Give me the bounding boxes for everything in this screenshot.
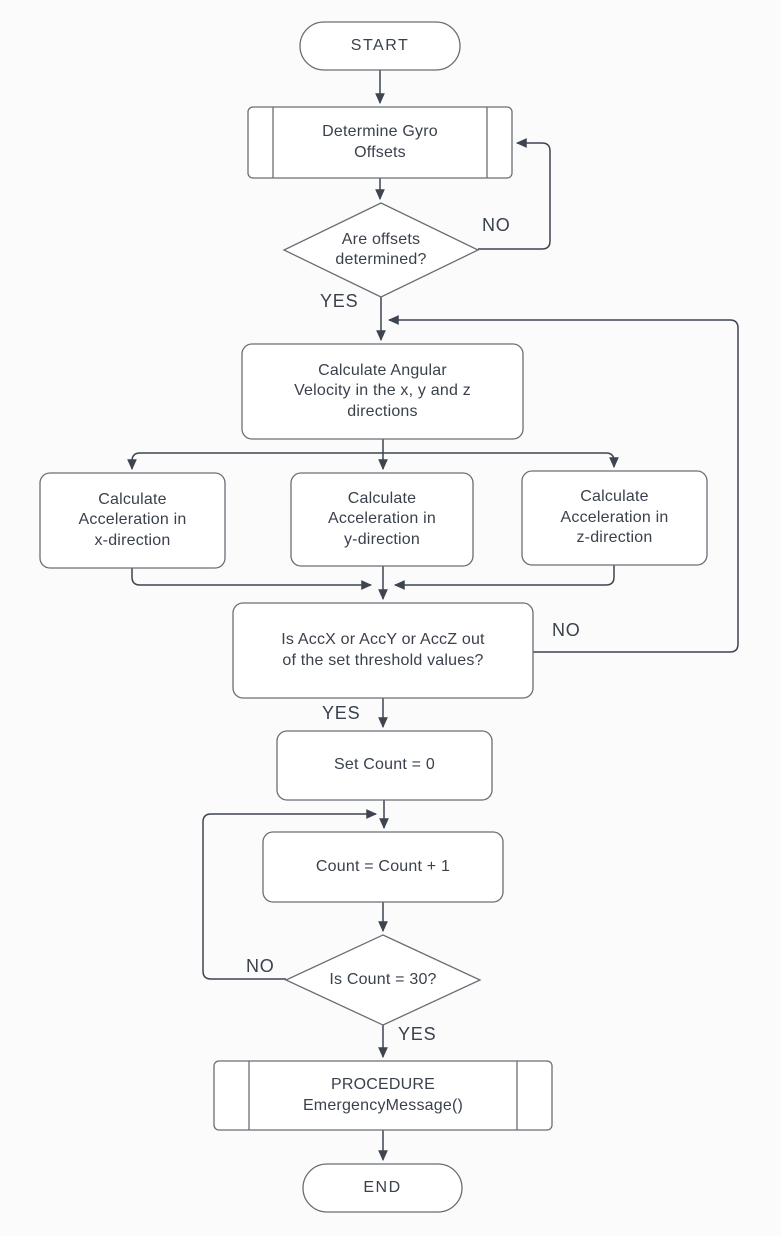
calc-angular-velocity-label: Calculate Angular Velocity in the x, y a…	[294, 361, 471, 420]
connector-accel-z-merge	[393, 565, 615, 590]
set-count-label: Set Count = 0	[334, 756, 435, 774]
connector-threshold-no-loop	[387, 315, 739, 653]
calc-accel-x-label: Calculate Acceleration in x-direction	[78, 490, 187, 549]
offsets-no-label: NO	[482, 215, 511, 235]
calc-accel-x-shape	[39, 472, 226, 569]
connector-count-no-loop	[202, 809, 378, 980]
set-count-shape	[276, 730, 493, 801]
calc-accel-y-shape	[290, 472, 474, 567]
calc-accel-z-label: Calculate Acceleration in z-direction	[560, 488, 669, 547]
increment-count-shape	[262, 831, 504, 903]
calc-accel-z-shape	[521, 470, 708, 566]
connector-split-to-accel-x	[127, 452, 383, 471]
increment-count-label: Count = Count + 1	[315, 857, 451, 875]
determine-gyro-offsets-label: Determine Gyro Offsets	[322, 123, 438, 161]
offsets-decision-label: Are offsets determined?	[335, 230, 427, 268]
count-decision-label: Is Count = 30?	[329, 970, 437, 988]
threshold-check-shape	[232, 602, 534, 699]
emergency-procedure-shape	[213, 1060, 553, 1131]
start-label: START	[350, 36, 410, 54]
threshold-no-label: NO	[552, 620, 581, 640]
connector-offsets-no-loop	[478, 138, 551, 250]
end-label: END	[363, 1178, 402, 1196]
emergency-procedure-label: PROCEDURE EmergencyMessage()	[302, 1076, 464, 1114]
start-terminator-shape	[299, 21, 461, 71]
calc-accel-y-label: Calculate Acceleration in y-direction	[328, 489, 436, 548]
offsets-decision-diamond	[282, 202, 480, 298]
connector-accel-x-merge	[131, 568, 373, 590]
offsets-yes-label: YES	[320, 291, 359, 311]
count-yes-label: YES	[398, 1024, 437, 1044]
threshold-yes-label: YES	[322, 703, 361, 723]
calc-angular-velocity-shape	[241, 343, 524, 440]
connector-split-to-accel-z	[383, 452, 619, 469]
count-no-label: NO	[246, 956, 275, 976]
end-terminator-shape	[302, 1163, 463, 1213]
determine-gyro-offsets-shape	[247, 106, 513, 179]
threshold-check-label: Is AccX or AccY or AccZ out of the set t…	[281, 631, 485, 669]
count-decision-diamond	[284, 934, 482, 1026]
